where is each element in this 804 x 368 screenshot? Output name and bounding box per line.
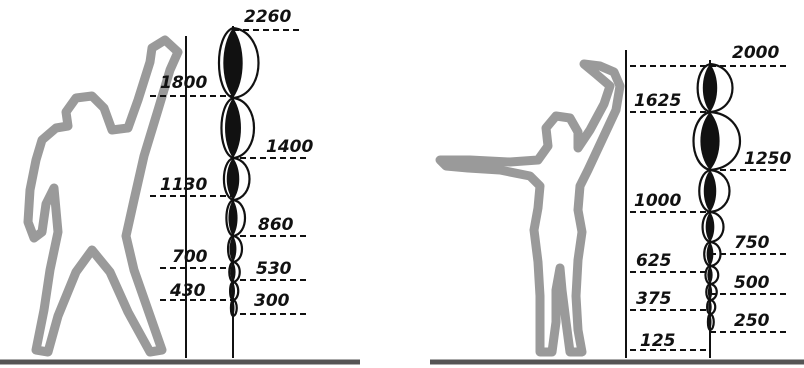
right-panel: 2000 1625 1250 1000 750 625 500 375 250 … xyxy=(440,43,791,358)
left-lens-4 xyxy=(230,236,237,262)
right-label-375: 375 xyxy=(636,289,672,309)
right-lens-1 xyxy=(700,112,719,170)
left-lens-1 xyxy=(225,98,241,158)
left-label-700: 700 xyxy=(172,247,208,267)
right-lens-3 xyxy=(706,212,715,242)
woman-figure xyxy=(440,64,620,352)
right-lens-0 xyxy=(703,64,717,112)
right-lens-5 xyxy=(707,266,712,284)
left-panel: 2260 1800 1400 1130 860 700 530 430 300 xyxy=(28,7,313,358)
left-label-430: 430 xyxy=(169,281,206,301)
right-label-250: 250 xyxy=(734,311,770,331)
left-label-1400: 1400 xyxy=(266,137,313,157)
right-label-2000: 2000 xyxy=(732,43,779,63)
left-lens-3 xyxy=(228,200,237,236)
right-label-125: 125 xyxy=(640,331,676,351)
right-label-625: 625 xyxy=(636,251,672,271)
left-label-860: 860 xyxy=(258,215,294,235)
right-label-1250: 1250 xyxy=(744,149,791,169)
right-label-1625: 1625 xyxy=(634,91,681,111)
left-lens-0 xyxy=(223,28,242,98)
left-label-1130: 1130 xyxy=(160,175,207,195)
right-label-500: 500 xyxy=(734,273,770,293)
right-label-750: 750 xyxy=(734,233,770,253)
left-spiral xyxy=(219,28,259,316)
left-lens-2 xyxy=(227,158,240,200)
left-label-300: 300 xyxy=(254,291,290,311)
left-label-2260: 2260 xyxy=(244,7,291,27)
left-label-530: 530 xyxy=(256,259,292,279)
left-label-1800: 1800 xyxy=(160,73,207,93)
right-label-1000: 1000 xyxy=(634,191,681,211)
right-lens-2 xyxy=(704,170,716,212)
